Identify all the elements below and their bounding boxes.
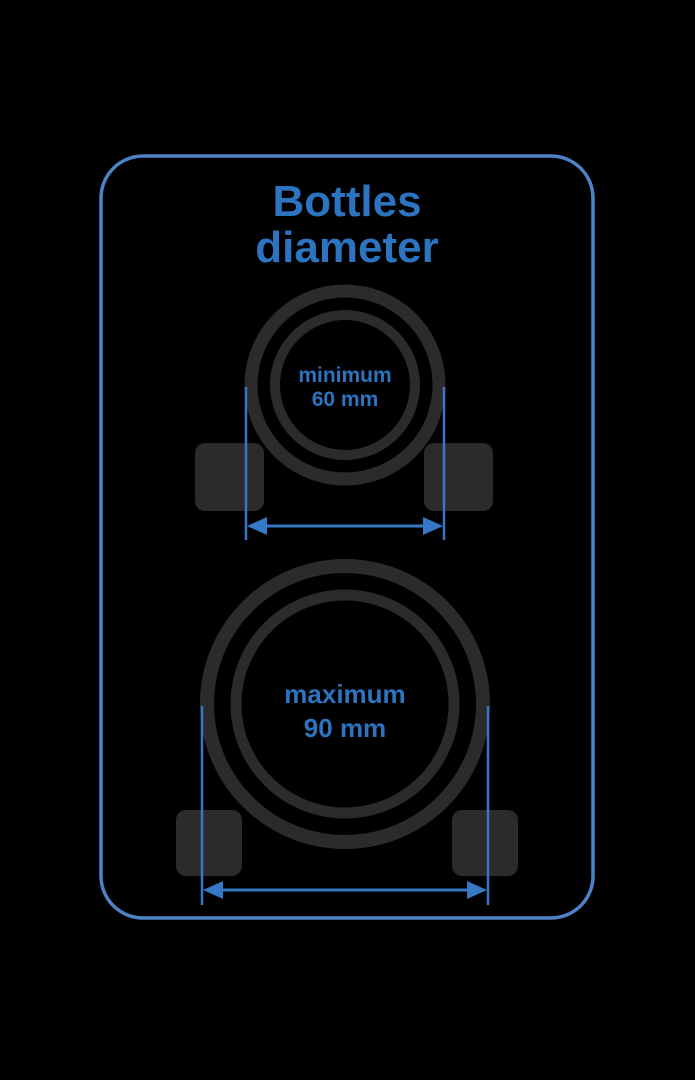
min-dimension-arrowhead-right-icon [423, 517, 443, 535]
max-bottle-outer-ring [200, 559, 490, 849]
min-bottle-value: 60 mm [312, 388, 379, 411]
min-bottle-label: minimum [298, 364, 391, 387]
max-dimension-arrowhead-left-icon [203, 881, 223, 899]
min-bottle-outer-ring [244, 284, 446, 486]
max-support-right [452, 810, 518, 876]
max-bottle-label: maximum [284, 679, 405, 709]
min-bottle-inner-ring [270, 310, 420, 460]
max-dimension-arrowhead-right-icon [467, 881, 487, 899]
min-dimension-arrowhead-left-icon [247, 517, 267, 535]
max-support-left [176, 810, 242, 876]
max-bottle-value: 90 mm [304, 713, 386, 743]
max-bottle-inner-ring [230, 589, 460, 819]
min-support-right [424, 443, 493, 511]
min-support-left [195, 443, 264, 511]
page-title-line-2: diameter [255, 223, 438, 272]
panel-border [99, 154, 595, 920]
page-title-line-1: Bottles [272, 177, 421, 226]
